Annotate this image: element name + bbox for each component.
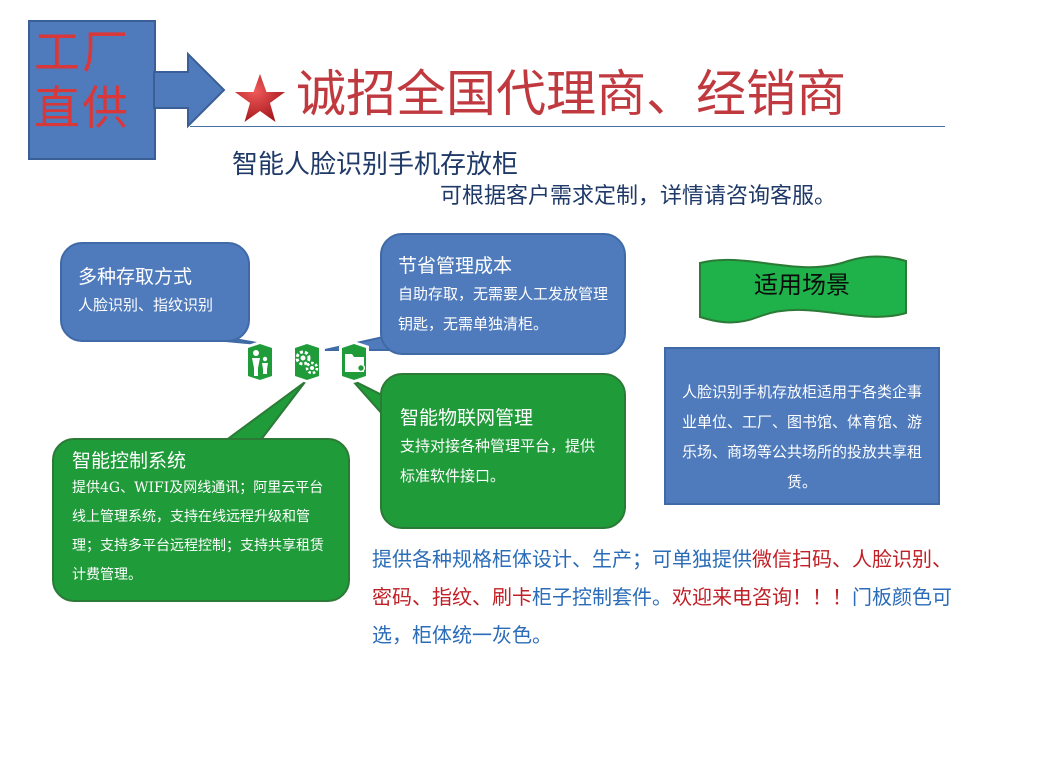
callout-cost-body: 自助存取，无需要人工发放管理钥匙，无需单独清柜。 (398, 285, 609, 333)
bottom-text-part4: 欢迎来电咨询！！！ (672, 585, 852, 609)
scenario-banner-shape (699, 255, 907, 324)
scenario-text: 人脸识别手机存放柜适用于各类企事业单位、工厂、图书馆、体育馆、游乐场、商场等公共… (681, 383, 922, 491)
callout-control-title: 智能控制系统 (72, 450, 187, 472)
bottom-text-part3: 柜子控制套件。 (532, 585, 672, 609)
callout-cost-saving: 节省管理成本 自助存取，无需要人工发放管理钥匙，无需单独清柜。 (380, 233, 626, 355)
callout-iot-management: 智能物联网管理 支持对接各种管理平台，提供标准软件接口。 (380, 373, 626, 529)
bottom-text-part2: 微信扫码、人脸识别、密码、指纹、刷卡 (372, 547, 952, 609)
star-icon (235, 74, 285, 122)
family-icon (245, 341, 275, 383)
callout-cost-title: 节省管理成本 (398, 255, 513, 277)
folder-icon (339, 341, 369, 383)
factory-direct-text: 工厂直供 (34, 25, 130, 135)
callout-access-title: 多种存取方式 (78, 266, 193, 288)
gears-icon (292, 341, 322, 383)
callout-iot-title: 智能物联网管理 (400, 407, 534, 429)
callout-control-body: 提供4G、WIFI及网线通讯；阿里云平台线上管理系统，支持在线远程升级和管理；支… (72, 480, 324, 583)
headline-divider (190, 126, 945, 127)
feature-icons (245, 341, 369, 383)
callout-iot-body: 支持对接各种管理平台，提供标准软件接口。 (400, 437, 596, 485)
bottom-text-part5: 门板颜色可选，柜体统一灰色。 (372, 585, 952, 647)
bottom-paragraph: 提供各种规格柜体设计、生产；可单独提供微信扫码、人脸识别、密码、指纹、刷卡柜子控… (372, 540, 962, 654)
custom-note: 可根据客户需求定制，详情请咨询客服。 (440, 184, 837, 209)
product-title: 智能人脸识别手机存放柜 (232, 150, 519, 180)
scenario-box: 人脸识别手机存放柜适用于各类企事业单位、工厂、图书馆、体育馆、游乐场、商场等公共… (664, 347, 940, 505)
callout-control-system: 智能控制系统 提供4G、WIFI及网线通讯；阿里云平台线上管理系统，支持在线远程… (52, 438, 350, 602)
callout-access-body: 人脸识别、指纹识别 (78, 296, 214, 314)
headline: 诚招全国代理商、经销商 (296, 65, 846, 123)
right-arrow-icon (153, 51, 226, 129)
bottom-text-part1: 提供各种规格柜体设计、生产；可单独提供 (372, 547, 752, 571)
callout-access-methods: 多种存取方式 人脸识别、指纹识别 (60, 242, 250, 342)
factory-direct-box (28, 20, 156, 160)
scenario-label: 适用场景 (754, 271, 850, 299)
